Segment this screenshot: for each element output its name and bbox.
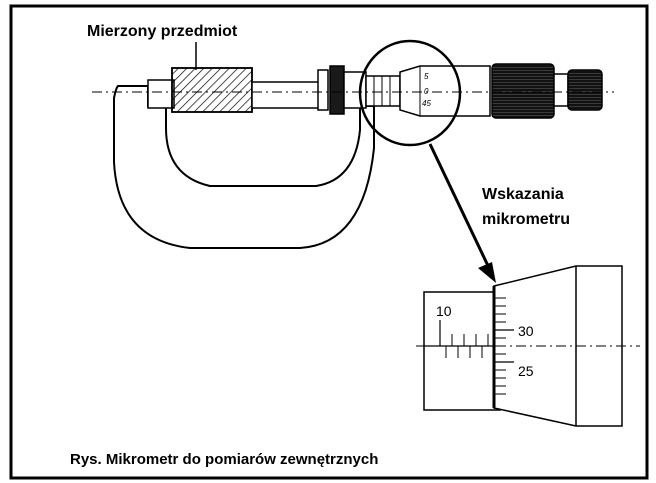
thimble — [399, 65, 491, 117]
ratchet-neck — [553, 73, 569, 107]
ratchet-cap — [567, 69, 603, 111]
thimble-mark-45: 45 — [422, 99, 431, 108]
lock-ring-left — [317, 69, 329, 111]
magnifier-circle — [358, 39, 462, 147]
zoom-arrow — [428, 143, 492, 271]
micrometer-frame — [113, 85, 375, 249]
measured-object — [171, 67, 253, 113]
measured-object-label: Mierzony przedmiot — [87, 23, 238, 40]
figure-caption: Rys. Mikrometr do pomiarów zewnętrznych — [70, 451, 378, 468]
lock-ring — [329, 65, 345, 115]
zoom-thimble-label-25: 25 — [518, 363, 534, 379]
anvil — [147, 79, 175, 109]
zoom-thimble-label-30: 30 — [518, 323, 534, 339]
ratchet-knob — [491, 63, 555, 119]
thimble-mark-5: 5 — [424, 72, 429, 81]
sleeve — [365, 75, 401, 107]
zoom-sleeve — [423, 291, 501, 411]
spindle — [251, 81, 327, 109]
readings-label-line2: mikrometru — [482, 211, 570, 228]
outer-frame — [9, 4, 649, 480]
zoom-arrowhead — [478, 262, 496, 283]
zoom-sleeve-label-10: 10 — [436, 303, 452, 319]
readings-label-line1: Wskazania — [482, 186, 564, 203]
